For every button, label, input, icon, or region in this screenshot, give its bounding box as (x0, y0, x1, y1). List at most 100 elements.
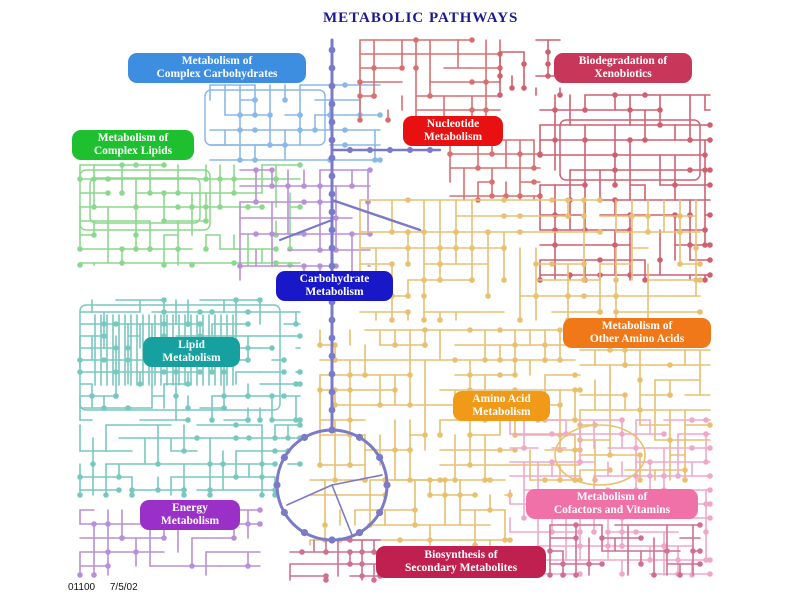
compound-node (702, 277, 708, 283)
compound-node (599, 561, 605, 567)
compound-node (407, 147, 413, 153)
label-line1: Biosynthesis of (424, 549, 498, 561)
compound-node (497, 357, 503, 363)
label-nucleotide[interactable]: Nucleotide Metabolism (403, 116, 503, 146)
compound-node (677, 261, 683, 267)
compound-node (707, 487, 713, 493)
compound-node (707, 272, 713, 278)
label-line2: Other Amino Acids (589, 333, 685, 345)
compound-node (161, 162, 167, 168)
compound-node (312, 127, 318, 133)
label-line2: Complex Carbohydrates (156, 68, 278, 80)
label-complex-lipids[interactable]: Metabolism of Complex Lipids (72, 130, 194, 160)
label-line2: Metabolism (423, 131, 483, 143)
label-xenobiotics[interactable]: Biodegradation of Xenobiotics (554, 53, 692, 83)
label-cofactors-vitamins[interactable]: Metabolism of Cofactors and Vitamins (526, 489, 698, 519)
compound-node (113, 393, 119, 399)
compound-node (257, 521, 263, 527)
compound-node (531, 165, 537, 171)
compound-node (389, 317, 395, 323)
pathway-edge (278, 218, 334, 242)
compound-node (347, 147, 353, 153)
compound-node (577, 387, 583, 393)
compound-node (638, 561, 644, 567)
compound-node (371, 549, 377, 555)
compound-node (707, 422, 713, 428)
compound-node (707, 137, 713, 143)
compound-node (637, 477, 643, 483)
compound-node (707, 212, 713, 218)
compound-node (300, 433, 309, 441)
compound-node (328, 226, 336, 234)
compound-node (572, 417, 578, 423)
compound-node (707, 122, 713, 128)
map-footer: 01100 7/5/02 (68, 582, 150, 593)
compound-node (385, 117, 391, 123)
compound-node (273, 481, 281, 489)
compound-node (119, 535, 125, 541)
label-line2: Metabolism (162, 352, 221, 364)
compound-node (273, 246, 279, 252)
compound-node (297, 417, 303, 423)
compound-node (231, 190, 237, 196)
compound-node (557, 92, 563, 98)
compound-node (405, 261, 411, 267)
compound-node (376, 508, 384, 517)
compound-node (269, 417, 275, 423)
compound-node (437, 432, 443, 438)
pathway-map-frame: METABOLIC PATHWAYS Metabolism of Complex… (60, 0, 735, 600)
compound-node (328, 370, 336, 378)
compound-node (376, 453, 384, 462)
compound-node (612, 182, 618, 188)
compound-node (707, 515, 713, 521)
label-secondary-metabolites[interactable]: Biosynthesis of Secondary Metabolites (376, 546, 546, 578)
compound-node (119, 190, 125, 196)
compound-node (689, 572, 695, 578)
label-complex-carbohydrates[interactable]: Metabolism of Complex Carbohydrates (128, 53, 306, 83)
compound-node (437, 317, 443, 323)
label-line1: Energy (172, 502, 208, 514)
compound-node (77, 262, 83, 268)
compound-node (252, 112, 258, 118)
label-lipid[interactable]: Lipid Metabolism (143, 337, 240, 367)
compound-node (280, 453, 288, 462)
label-other-amino-acids[interactable]: Metabolism of Other Amino Acids (563, 318, 711, 348)
compound-node (116, 487, 122, 493)
pathway-edge (331, 484, 353, 536)
map-id: 01100 (68, 582, 96, 593)
compound-node (367, 147, 373, 153)
compound-node (697, 548, 703, 554)
compound-node (328, 154, 336, 162)
compound-node (197, 369, 203, 375)
compound-node (328, 82, 336, 90)
compound-node (707, 257, 713, 263)
compound-node (161, 262, 167, 268)
compound-node (297, 381, 303, 387)
label-carbohydrate[interactable]: Carbohydrate Metabolism (276, 271, 393, 301)
compound-node (328, 46, 336, 54)
compound-node (521, 445, 527, 451)
compound-node (377, 112, 383, 118)
label-line2: Complex Lipids (93, 145, 173, 157)
compound-node (252, 157, 258, 163)
label-energy[interactable]: Energy Metabolism (140, 500, 240, 530)
pathway-loop (89, 177, 201, 224)
compound-node (661, 431, 667, 437)
pathway-edge (286, 484, 333, 506)
compound-node (469, 277, 475, 283)
compound-node (245, 417, 251, 423)
compound-node (287, 246, 293, 252)
compound-node (147, 190, 153, 196)
compound-node (427, 93, 433, 99)
compound-node (301, 183, 307, 189)
compound-node (181, 492, 187, 498)
label-amino-acid[interactable]: Amino Acid Metabolism (453, 391, 550, 421)
label-line1: Amino Acid (472, 393, 531, 405)
compound-node (509, 85, 515, 91)
compound-node (707, 167, 713, 173)
label-line2: Metabolism (160, 515, 220, 527)
compound-node (507, 492, 513, 498)
compound-node (185, 321, 191, 327)
compound-node (233, 474, 239, 480)
compound-node (677, 572, 683, 578)
